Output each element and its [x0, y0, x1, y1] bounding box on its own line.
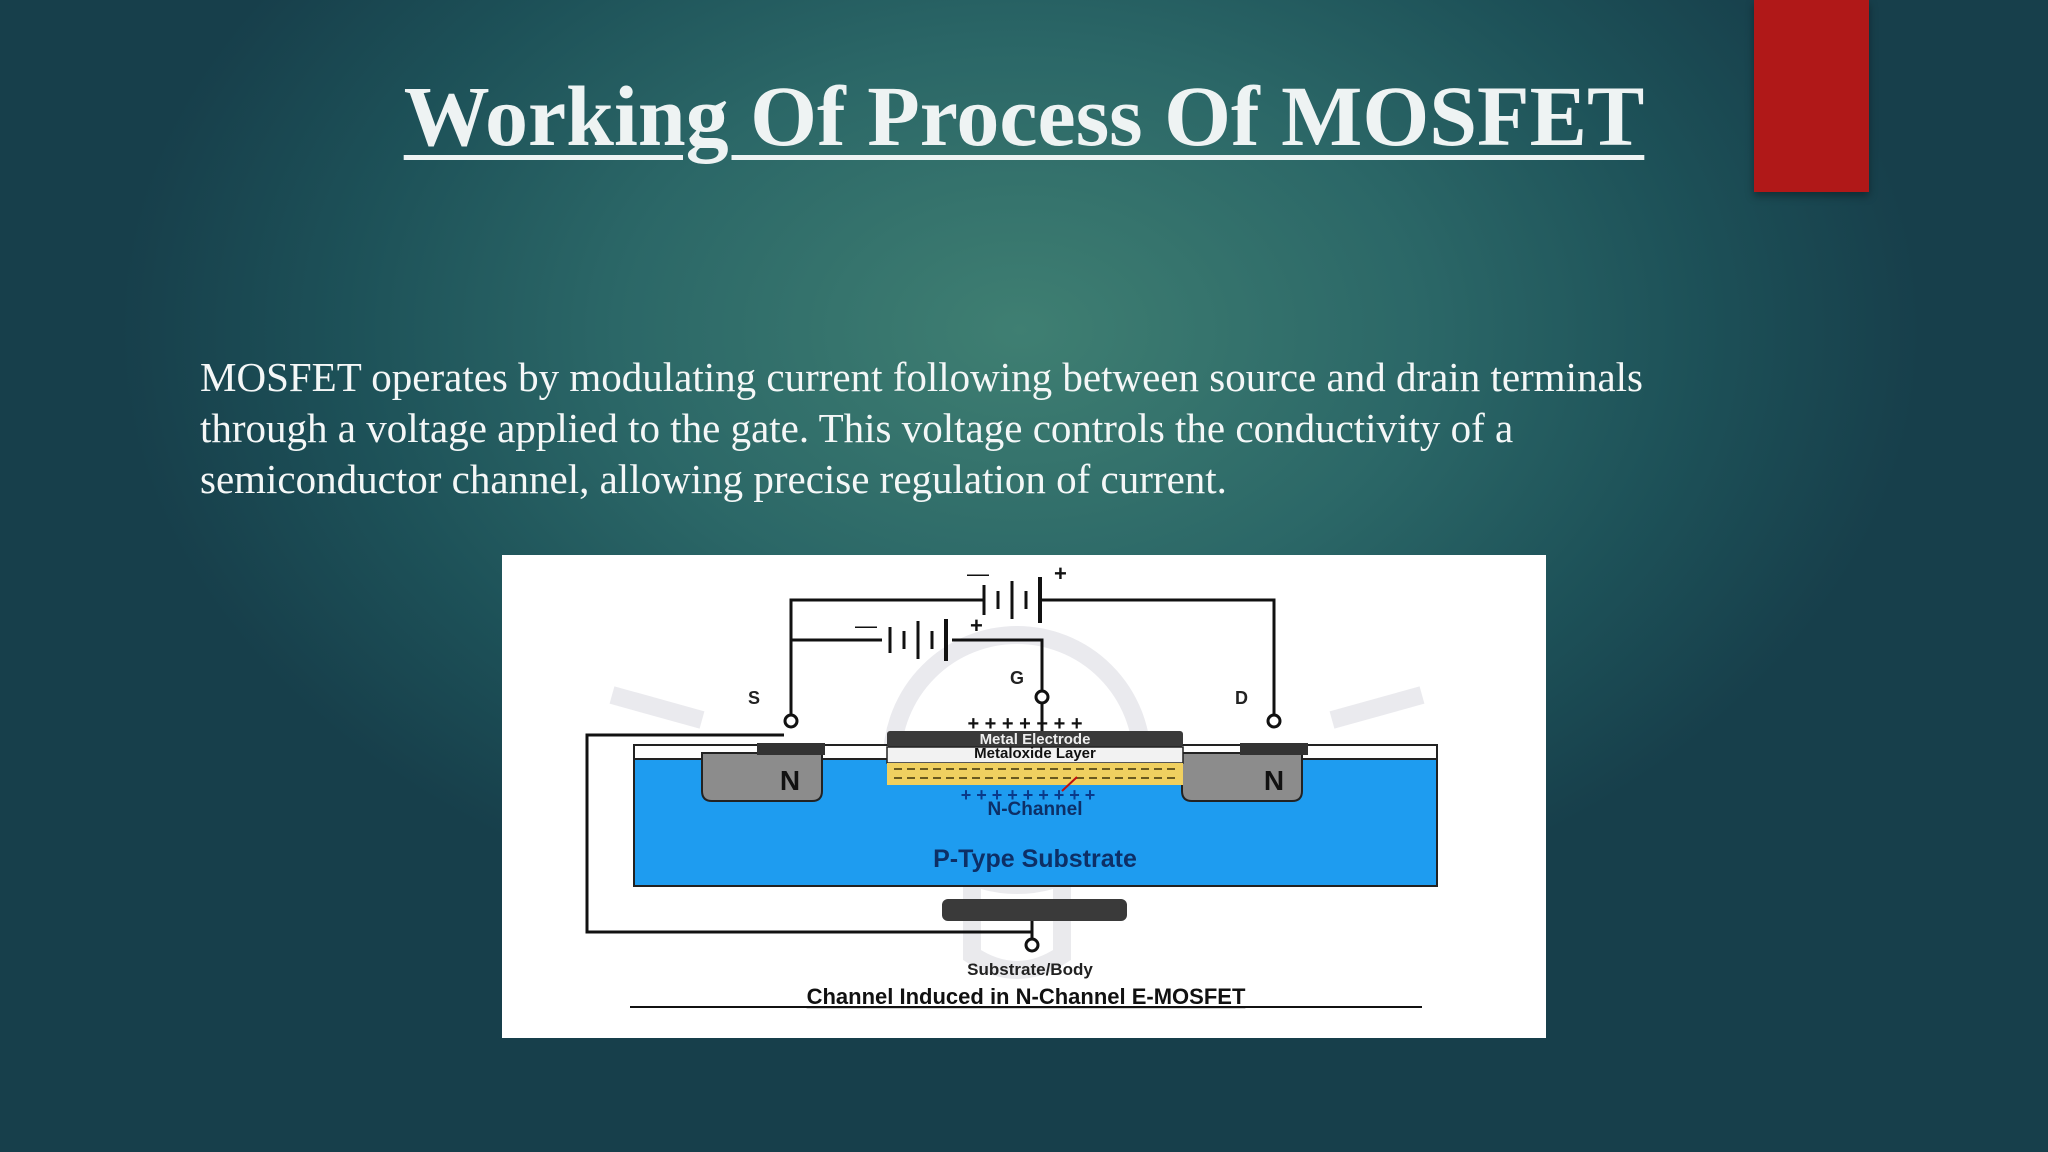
- field-arrow: [1061, 776, 1078, 792]
- n-right-label: N: [1264, 765, 1284, 796]
- body-label: Substrate/Body: [967, 960, 1093, 979]
- gate-label: G: [1010, 668, 1024, 688]
- battery-top-icon: [982, 577, 1042, 623]
- source-terminal: [783, 713, 799, 729]
- battery-gate-plus: +: [970, 613, 983, 638]
- gate-charges: + + + + + + +: [967, 713, 1082, 735]
- source-label: S: [748, 688, 760, 708]
- accent-bar: [1754, 0, 1869, 192]
- mosfet-diagram-svg: — + — + S G D: [585, 561, 1438, 1009]
- slide-title: Working Of Process Of MOSFET: [403, 68, 1645, 164]
- battery-gate-icon: [888, 619, 948, 661]
- gate-terminal: [1034, 689, 1050, 705]
- body-electrode: [942, 899, 1127, 921]
- drain-terminal: [1266, 713, 1282, 729]
- metal-electrode: [887, 731, 1183, 747]
- substrate-label: P-Type Substrate: [933, 845, 1137, 873]
- n-channel-label: N-Channel: [988, 799, 1083, 820]
- n-region-source: [701, 752, 823, 802]
- oxide-dielectric: [887, 763, 1183, 785]
- source-contact: [757, 743, 825, 755]
- metal-electrode-label: Metal Electrode: [980, 731, 1091, 748]
- n-region-drain: [1181, 752, 1303, 802]
- n-left-label: N: [780, 765, 800, 796]
- slide-body-text: MOSFET operates by modulating current fo…: [200, 354, 1644, 502]
- drain-contact: [1240, 743, 1308, 755]
- drain-label: D: [1235, 688, 1248, 708]
- body-terminal: [1024, 937, 1040, 953]
- battery-top-minus: —: [967, 561, 989, 586]
- battery-gate-minus: —: [855, 613, 877, 638]
- dielectric-dashes: [894, 768, 1177, 779]
- battery-top-plus: +: [1054, 561, 1067, 586]
- diagram-caption: Channel Induced in N-Channel E-MOSFET: [807, 984, 1246, 1009]
- mosfet-diagram: — + — + S G D: [502, 555, 1546, 1038]
- oxide-layer-label: Metaloxide Layer: [974, 745, 1096, 762]
- channel-charges: + + + + + + + + +: [961, 785, 1096, 805]
